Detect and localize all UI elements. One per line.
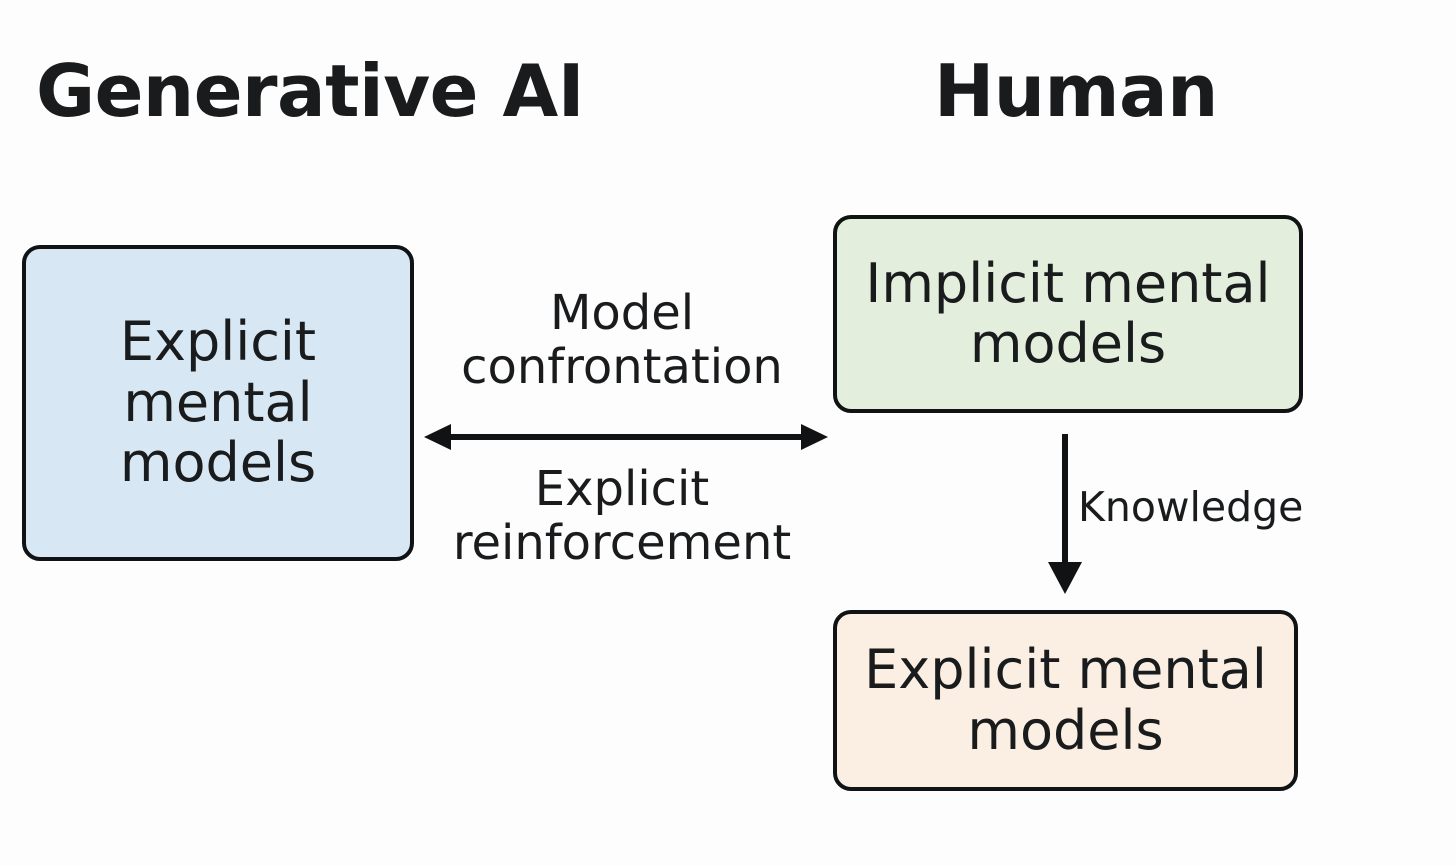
node-human-explicit-mental-models[interactable]: Explicit mental models	[833, 610, 1298, 791]
node-genai-explicit-mental-models[interactable]: Explicit mental models	[22, 245, 414, 561]
node-label: Explicit mental models	[119, 310, 317, 495]
edge-label-model-confrontation: Model confrontation	[461, 285, 783, 395]
node-label: Implicit mental models	[865, 251, 1271, 375]
column-title-generative-ai: Generative AI	[36, 49, 585, 133]
edge-label-knowledge: Knowledge	[1078, 483, 1304, 531]
knowledge-down-arrow-icon	[1048, 434, 1082, 594]
node-label: Explicit mental models	[864, 638, 1267, 762]
bidirectional-arrow-icon	[424, 424, 828, 450]
column-title-human: Human	[934, 49, 1218, 133]
edge-label-explicit-reinforcement: Explicit reinforcement	[452, 461, 792, 571]
node-human-implicit-mental-models[interactable]: Implicit mental models	[833, 215, 1303, 413]
